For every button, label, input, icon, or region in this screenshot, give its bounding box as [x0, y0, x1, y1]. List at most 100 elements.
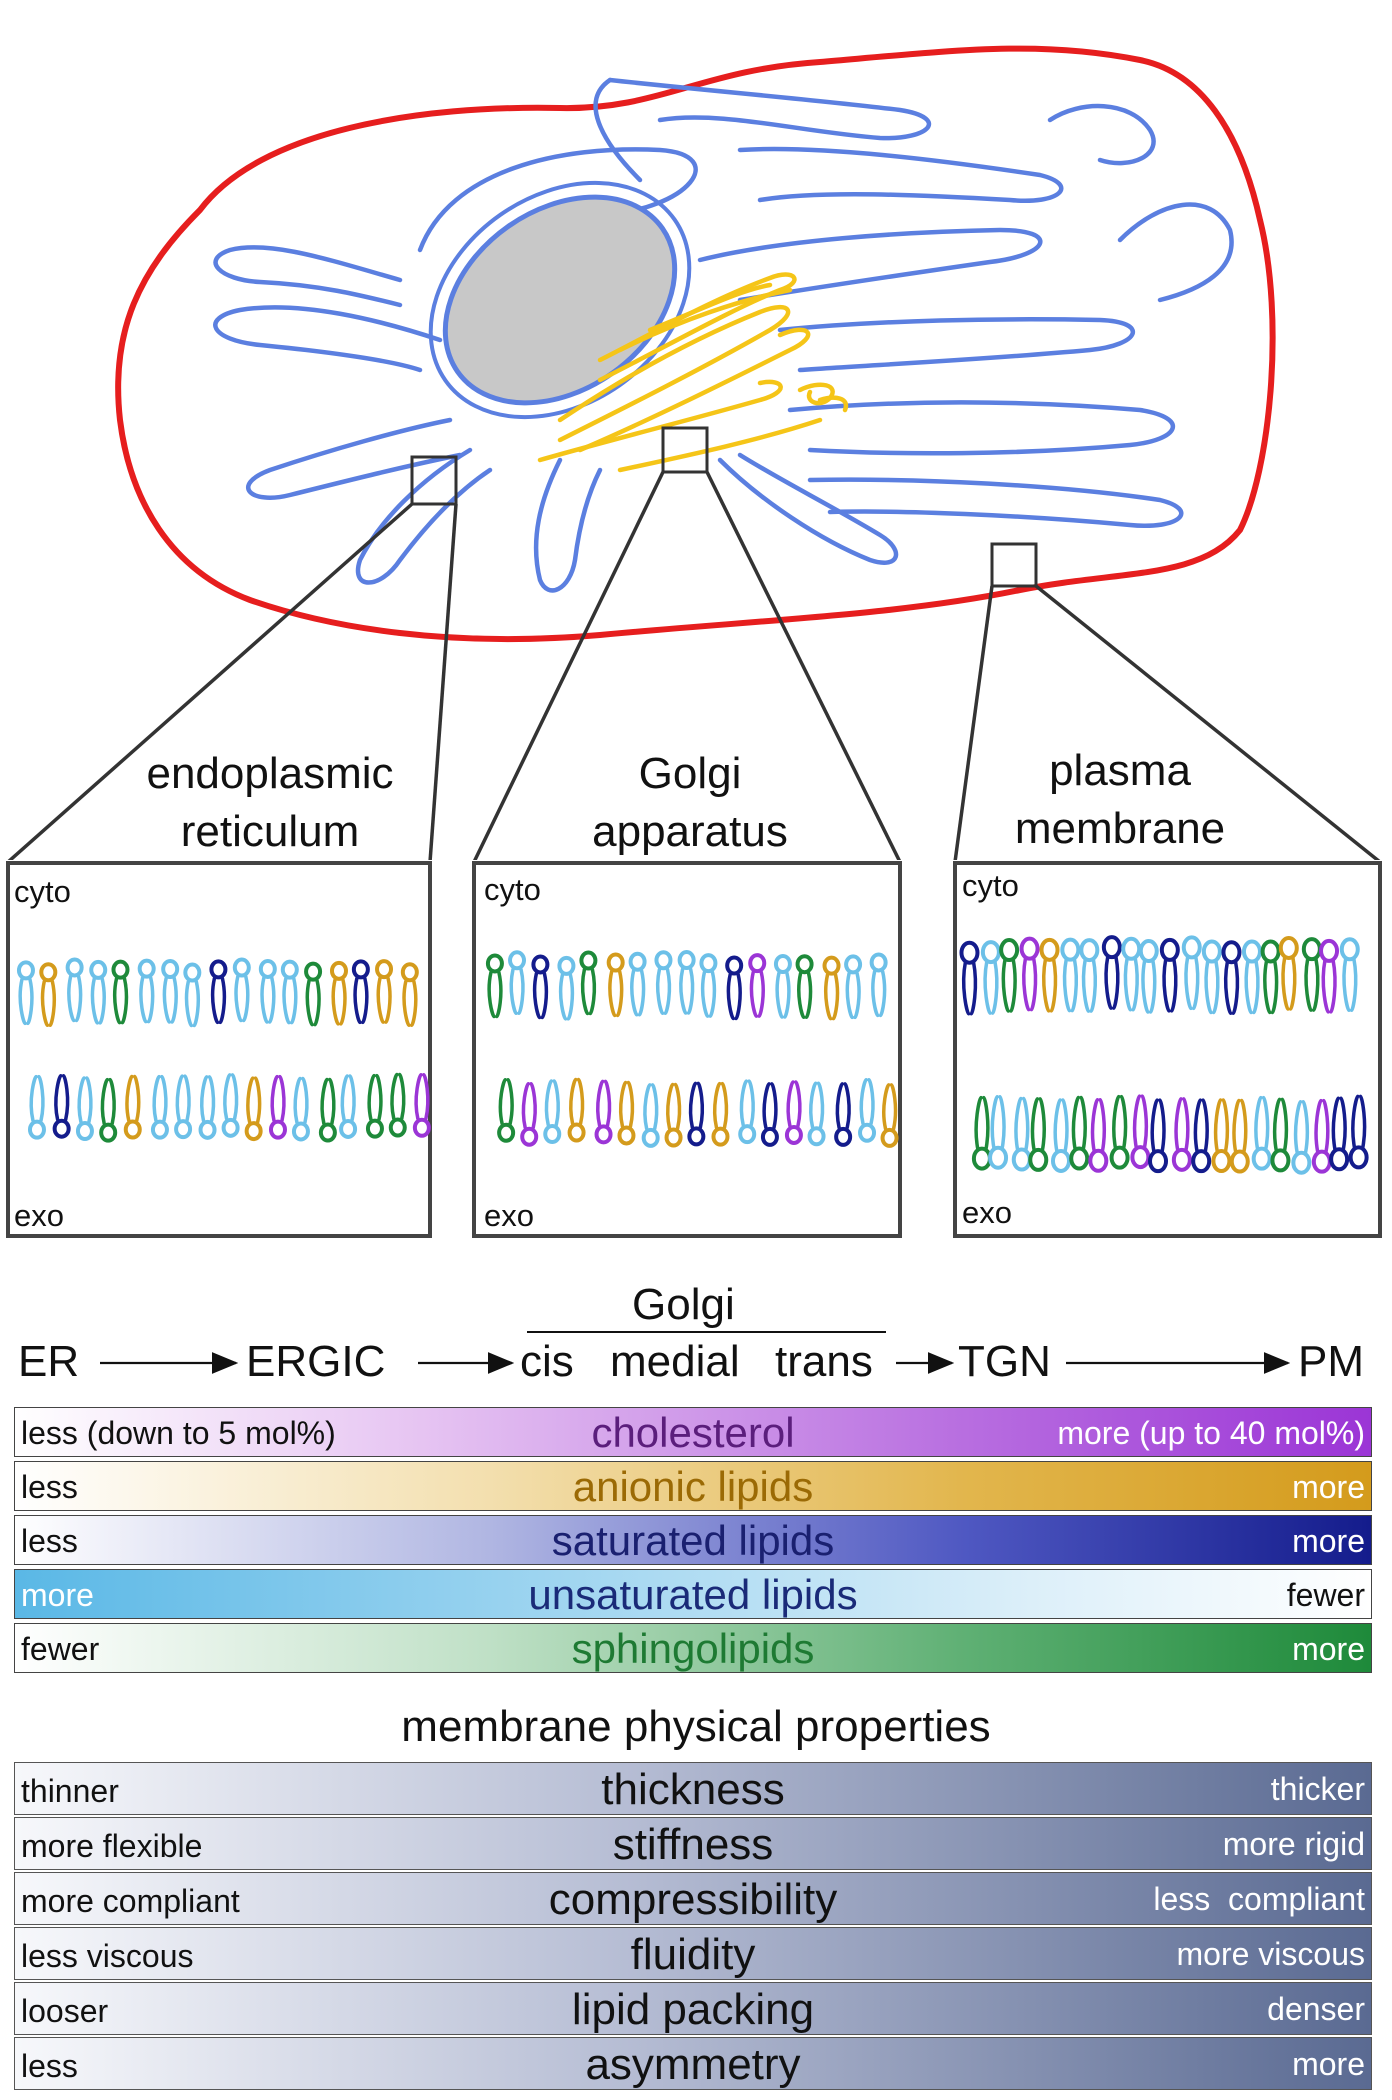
- lipid-head: [244, 1121, 263, 1142]
- lipid-bar-saturated: less saturated lipids more: [14, 1515, 1372, 1565]
- lipid-tail: [184, 979, 201, 1028]
- lipid-head: [1329, 1147, 1350, 1172]
- lipid-tail: [608, 969, 624, 1018]
- bar-left-label: more: [21, 1577, 94, 1613]
- lipid-tail: [1014, 1096, 1030, 1153]
- lipid-tail: [797, 971, 813, 1019]
- lipid-tail: [1112, 1094, 1128, 1151]
- golgi-panel-frame: [472, 861, 902, 1238]
- lipid-head: [1148, 1149, 1169, 1174]
- property-left-label: less viscous: [21, 1938, 194, 1974]
- lipid-tail: [1193, 1098, 1209, 1154]
- bar-right-label: more: [1292, 1523, 1365, 1559]
- lipid-head: [1088, 1148, 1109, 1173]
- golgi-stacks: [537, 272, 849, 473]
- lipid-tail: [90, 977, 106, 1025]
- lipid-head: [1291, 1150, 1312, 1175]
- lipid-head: [304, 961, 323, 982]
- lipid-tail: [1293, 1099, 1310, 1156]
- lipid-head: [1101, 935, 1122, 960]
- lipid-tail: [1132, 1094, 1149, 1150]
- lipid-head: [209, 959, 228, 980]
- lipid-tail: [532, 971, 549, 1020]
- lipid-tail: [162, 976, 178, 1024]
- property-name: fluidity: [630, 1930, 756, 1979]
- lipid-head: [971, 1146, 992, 1171]
- bar-right-label: more: [1292, 1631, 1365, 1667]
- cell-diagram: [7, 45, 1381, 860]
- lipid-head: [1339, 937, 1360, 962]
- er-lipid-bilayer: [16, 957, 431, 1143]
- lipid-head: [617, 1125, 636, 1146]
- property-right-label: thicker: [1270, 1771, 1365, 1807]
- lipid-tail: [112, 976, 129, 1025]
- lipid-head: [1201, 939, 1222, 964]
- property-name: asymmetry: [585, 2040, 801, 2089]
- lipid-head: [351, 959, 370, 980]
- er-zoom-box: [410, 455, 458, 506]
- lipid-head: [318, 1122, 337, 1143]
- lipid-head: [123, 1119, 142, 1140]
- lipid-head: [959, 940, 980, 965]
- lipid-tail: [618, 1080, 635, 1129]
- lipid-head: [329, 960, 348, 981]
- lipid-head: [531, 954, 550, 975]
- lipid-head: [1319, 938, 1340, 963]
- properties-title: membrane physical properties: [401, 1702, 991, 1751]
- lipid-head: [869, 952, 888, 973]
- lipid-tail: [67, 974, 83, 1023]
- lipid-tail: [77, 1076, 93, 1124]
- lipid-tail: [688, 1081, 705, 1130]
- lipid-tail: [1162, 957, 1178, 1013]
- bar-center-label: anionic lipids: [572, 1463, 814, 1510]
- lipid-tail: [1281, 955, 1297, 1011]
- pathway-trans: trans: [775, 1337, 873, 1386]
- lipid-tail: [367, 1073, 383, 1122]
- lipid-head: [738, 1124, 757, 1145]
- lipid-tail: [1331, 1096, 1347, 1152]
- lipid-head: [1028, 1147, 1049, 1172]
- bar-center-label: saturated lipids: [551, 1517, 835, 1564]
- lipid-tail: [835, 1082, 851, 1130]
- lipid-tail: [823, 972, 840, 1021]
- lipid-bar-anionic: less anionic lipids more: [14, 1461, 1372, 1511]
- lipid-head: [161, 958, 180, 979]
- bar-left-label: fewer: [21, 1631, 100, 1667]
- lipid-tail: [54, 1073, 70, 1122]
- lipid-tail: [1232, 1098, 1248, 1155]
- lipid-head: [280, 959, 299, 980]
- bar-left-label: less (down to 5 mol%): [21, 1415, 336, 1451]
- pathway-golgi: Golgi: [632, 1280, 735, 1329]
- lipid-tail: [739, 1079, 755, 1127]
- lipid-tail: [260, 976, 276, 1024]
- lipid-tail: [293, 1076, 309, 1125]
- lipid-tail: [712, 1081, 729, 1130]
- lipid-head: [339, 1118, 358, 1139]
- lipid-head: [375, 959, 394, 980]
- lipid-head: [1301, 937, 1322, 962]
- lipid-head: [557, 955, 576, 976]
- lipid-tail: [498, 1077, 514, 1126]
- lipid-tail: [569, 1077, 585, 1126]
- lipid-tail: [1150, 1098, 1166, 1154]
- lipid-head: [137, 958, 156, 979]
- lipid-tail: [1184, 954, 1200, 1011]
- lipid-tail: [775, 971, 791, 1019]
- lipid-head: [543, 1123, 562, 1144]
- property-row-stiffness: more flexible stiffness more rigid: [14, 1817, 1372, 1870]
- lipid-tail: [270, 1074, 286, 1123]
- lipid-tail: [1090, 1098, 1106, 1154]
- lipid-tail: [1062, 956, 1079, 1013]
- lipid-tail: [1104, 954, 1120, 1010]
- lipid-tail: [558, 973, 575, 1021]
- lipid-bar-cholesterol: less (down to 5 mol%) cholesterol more (…: [14, 1407, 1372, 1457]
- pm-panel-frame: [953, 861, 1382, 1238]
- zoom-panels: [6, 861, 1382, 1238]
- lipid-head: [1159, 937, 1180, 962]
- lipid-head: [232, 957, 251, 978]
- bar-right-label: fewer: [1286, 1577, 1365, 1613]
- property-right-label: denser: [1267, 1991, 1365, 2027]
- lipid-tail: [679, 967, 695, 1015]
